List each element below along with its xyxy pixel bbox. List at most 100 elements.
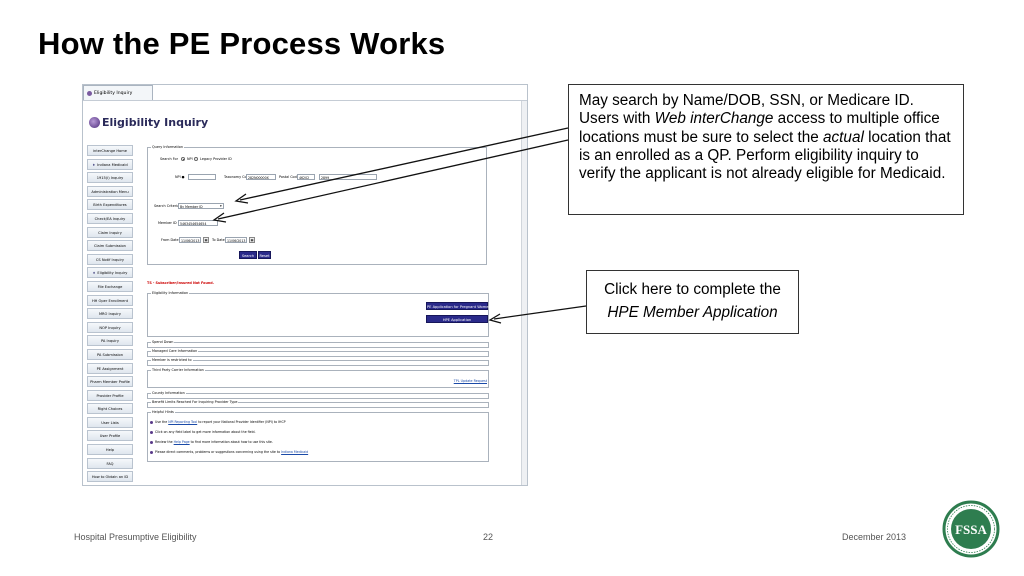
search-criteria-select[interactable]: By Member ID — [178, 203, 224, 209]
member-id-label: Member ID — [158, 221, 177, 225]
nav-item[interactable]: User Profile — [87, 430, 133, 442]
section-legend: Helpful Hints — [151, 410, 175, 414]
section-legend: Third Party Carrier Information — [151, 368, 205, 372]
nav-item-eligibility-inquiry[interactable]: Eligibility Inquiry — [87, 267, 133, 279]
npi-reporting-tool-link[interactable]: NPI Reporting Tool — [168, 420, 198, 424]
npi-radio[interactable] — [181, 157, 185, 161]
member-restricted-group: Member is restricted to — [147, 358, 489, 366]
from-date-input[interactable]: 11/06/2013 — [179, 237, 201, 243]
section-legend: Managed Care Information — [151, 349, 199, 353]
npi-radio-label: NPI — [187, 157, 193, 161]
hint-item: Use the NPI Reporting Tool to report you… — [150, 420, 286, 424]
nav-item[interactable]: Check/EA Inquiry — [87, 212, 133, 224]
spend-down-group: Spend Down — [147, 340, 489, 348]
hint-item: Click on any field label to get more inf… — [150, 430, 256, 434]
nav-item[interactable]: How to Obtain an ID — [87, 471, 133, 483]
postal-code-input[interactable]: 46202 — [297, 174, 315, 180]
nav-item[interactable]: Claim Inquiry — [87, 226, 133, 238]
indiana-medicaid-link[interactable]: Indiana Medicaid — [281, 450, 309, 454]
search-instructions-callout: May search by Name/DOB, SSN, or Medicare… — [568, 84, 964, 215]
favicon-icon — [87, 91, 92, 96]
member-id-input[interactable]: 5463454654654 — [178, 220, 218, 226]
callout-line: Click here to complete the — [604, 281, 781, 298]
hint-item: Review the Help Page to find more inform… — [150, 440, 273, 444]
to-date-label: To Date — [212, 238, 225, 242]
tab-strip-divider — [83, 100, 527, 101]
bullet-icon — [150, 440, 153, 444]
nav-item[interactable]: Indiana Medicaid — [87, 158, 133, 170]
nav-item[interactable]: interChange Home — [87, 145, 133, 156]
nav-item[interactable]: Help — [87, 444, 133, 456]
callout-line-emphasis: HPE Member Application — [607, 304, 778, 321]
chevron-down-icon: ▾ — [220, 204, 222, 208]
legacy-radio[interactable] — [194, 157, 198, 161]
nav-item[interactable]: Right Choices — [87, 403, 133, 415]
section-legend: Spend Down — [151, 340, 175, 344]
page-number: 22 — [483, 532, 494, 542]
nav-item[interactable]: Provider Profile — [87, 389, 133, 401]
nav-item[interactable]: MRO Inquiry — [87, 308, 133, 320]
nav-item[interactable]: FAQ — [87, 457, 133, 469]
npi-input[interactable] — [188, 174, 216, 180]
legacy-radio-label: Legacy Provider ID — [200, 157, 232, 161]
nav-item[interactable]: Claim Submission — [87, 240, 133, 252]
pe-pregnant-women-button[interactable]: PE Application for Pregnant Women — [426, 302, 491, 310]
query-information-group: Query Information Search For NPI Legacy … — [147, 145, 487, 265]
calendar-icon[interactable]: ▦ — [249, 237, 255, 243]
postal-ext-input[interactable]: 2899 — [319, 174, 377, 180]
search-criteria-label: Search Criteria — [154, 204, 180, 208]
county-information-group: County Information — [147, 391, 489, 399]
bullet-icon — [150, 420, 153, 424]
browser-tab[interactable]: Eligibility Inquiry — [83, 85, 153, 100]
eligibility-legend: Eligibility Information — [151, 291, 190, 295]
error-message: TS - Subscriber/Insured Not Found. — [147, 281, 215, 285]
search-button[interactable]: Search — [239, 251, 257, 259]
page-heading: Eligibility Inquiry — [102, 116, 209, 129]
eligibility-inquiry-screenshot: Eligibility Inquiry Eligibility Inquiry … — [82, 84, 528, 486]
helpful-hints-group: Helpful Hints Use the NPI Reporting Tool… — [147, 410, 489, 462]
footer-left: Hospital Presumptive Eligibility — [74, 532, 197, 542]
taxonomy-input[interactable]: 282N00000X — [246, 174, 276, 180]
nav-item[interactable]: 1915(i) Inquiry — [87, 172, 133, 184]
section-legend: County Information — [151, 391, 186, 395]
nav-item[interactable]: Administration Menu — [87, 185, 133, 197]
browser-tab-label: Eligibility Inquiry — [94, 91, 133, 96]
nav-item[interactable]: PE Assignment — [87, 362, 133, 374]
npi-field-label: NPI ● — [175, 175, 185, 179]
fssa-seal-icon: FSSA — [942, 500, 1000, 558]
interchange-logo-icon — [89, 117, 100, 128]
nav-item[interactable]: CS Notif Inquiry — [87, 253, 133, 265]
eligibility-information-group: Eligibility Information PE Application f… — [147, 291, 491, 337]
hpe-application-button[interactable]: HPE Application — [426, 315, 488, 323]
search-for-label: Search For — [160, 157, 179, 161]
calendar-icon[interactable]: ▦ — [203, 237, 209, 243]
third-party-carrier-group: Third Party Carrier Information TPL Upda… — [147, 368, 489, 388]
nav-item[interactable]: User Lists — [87, 416, 133, 428]
nav-item[interactable]: File Exchange — [87, 280, 133, 292]
seal-text: FSSA — [955, 522, 987, 537]
reset-button[interactable]: Reset — [258, 251, 271, 259]
tpl-update-request-link[interactable]: TPL Update Request — [453, 379, 487, 383]
footer-right: December 2013 — [842, 532, 907, 542]
vertical-scrollbar[interactable] — [521, 101, 527, 485]
benefit-limits-group: Benefit Limits Reached For Inquiring Pro… — [147, 400, 489, 408]
managed-care-group: Managed Care Information — [147, 349, 489, 357]
help-page-link[interactable]: Help Page — [173, 440, 190, 444]
bullet-icon — [150, 430, 153, 434]
from-date-label: From Date — [161, 238, 179, 242]
nav-item[interactable]: HH Oper Enrollment — [87, 294, 133, 306]
section-legend: Member is restricted to — [151, 358, 193, 362]
left-navigation: interChange Home Indiana Medicaid 1915(i… — [87, 145, 133, 485]
nav-item[interactable]: PA Submission — [87, 348, 133, 360]
bullet-icon — [150, 450, 153, 454]
nav-item[interactable]: PA Inquiry — [87, 335, 133, 347]
section-legend: Benefit Limits Reached For Inquiring Pro… — [151, 400, 239, 404]
nav-item[interactable]: Birth Expenditures — [87, 199, 133, 211]
slide-title: How the PE Process Works — [38, 26, 446, 61]
nav-item[interactable]: Pharm Member Profile — [87, 376, 133, 388]
nav-item[interactable]: NOP Inquiry — [87, 321, 133, 333]
postal-code-label: Postal Code — [279, 175, 299, 179]
query-legend: Query Information — [151, 145, 185, 149]
to-date-input[interactable]: 11/06/2013 — [225, 237, 247, 243]
hint-item: Please direct comments, problems or sugg… — [150, 450, 308, 454]
